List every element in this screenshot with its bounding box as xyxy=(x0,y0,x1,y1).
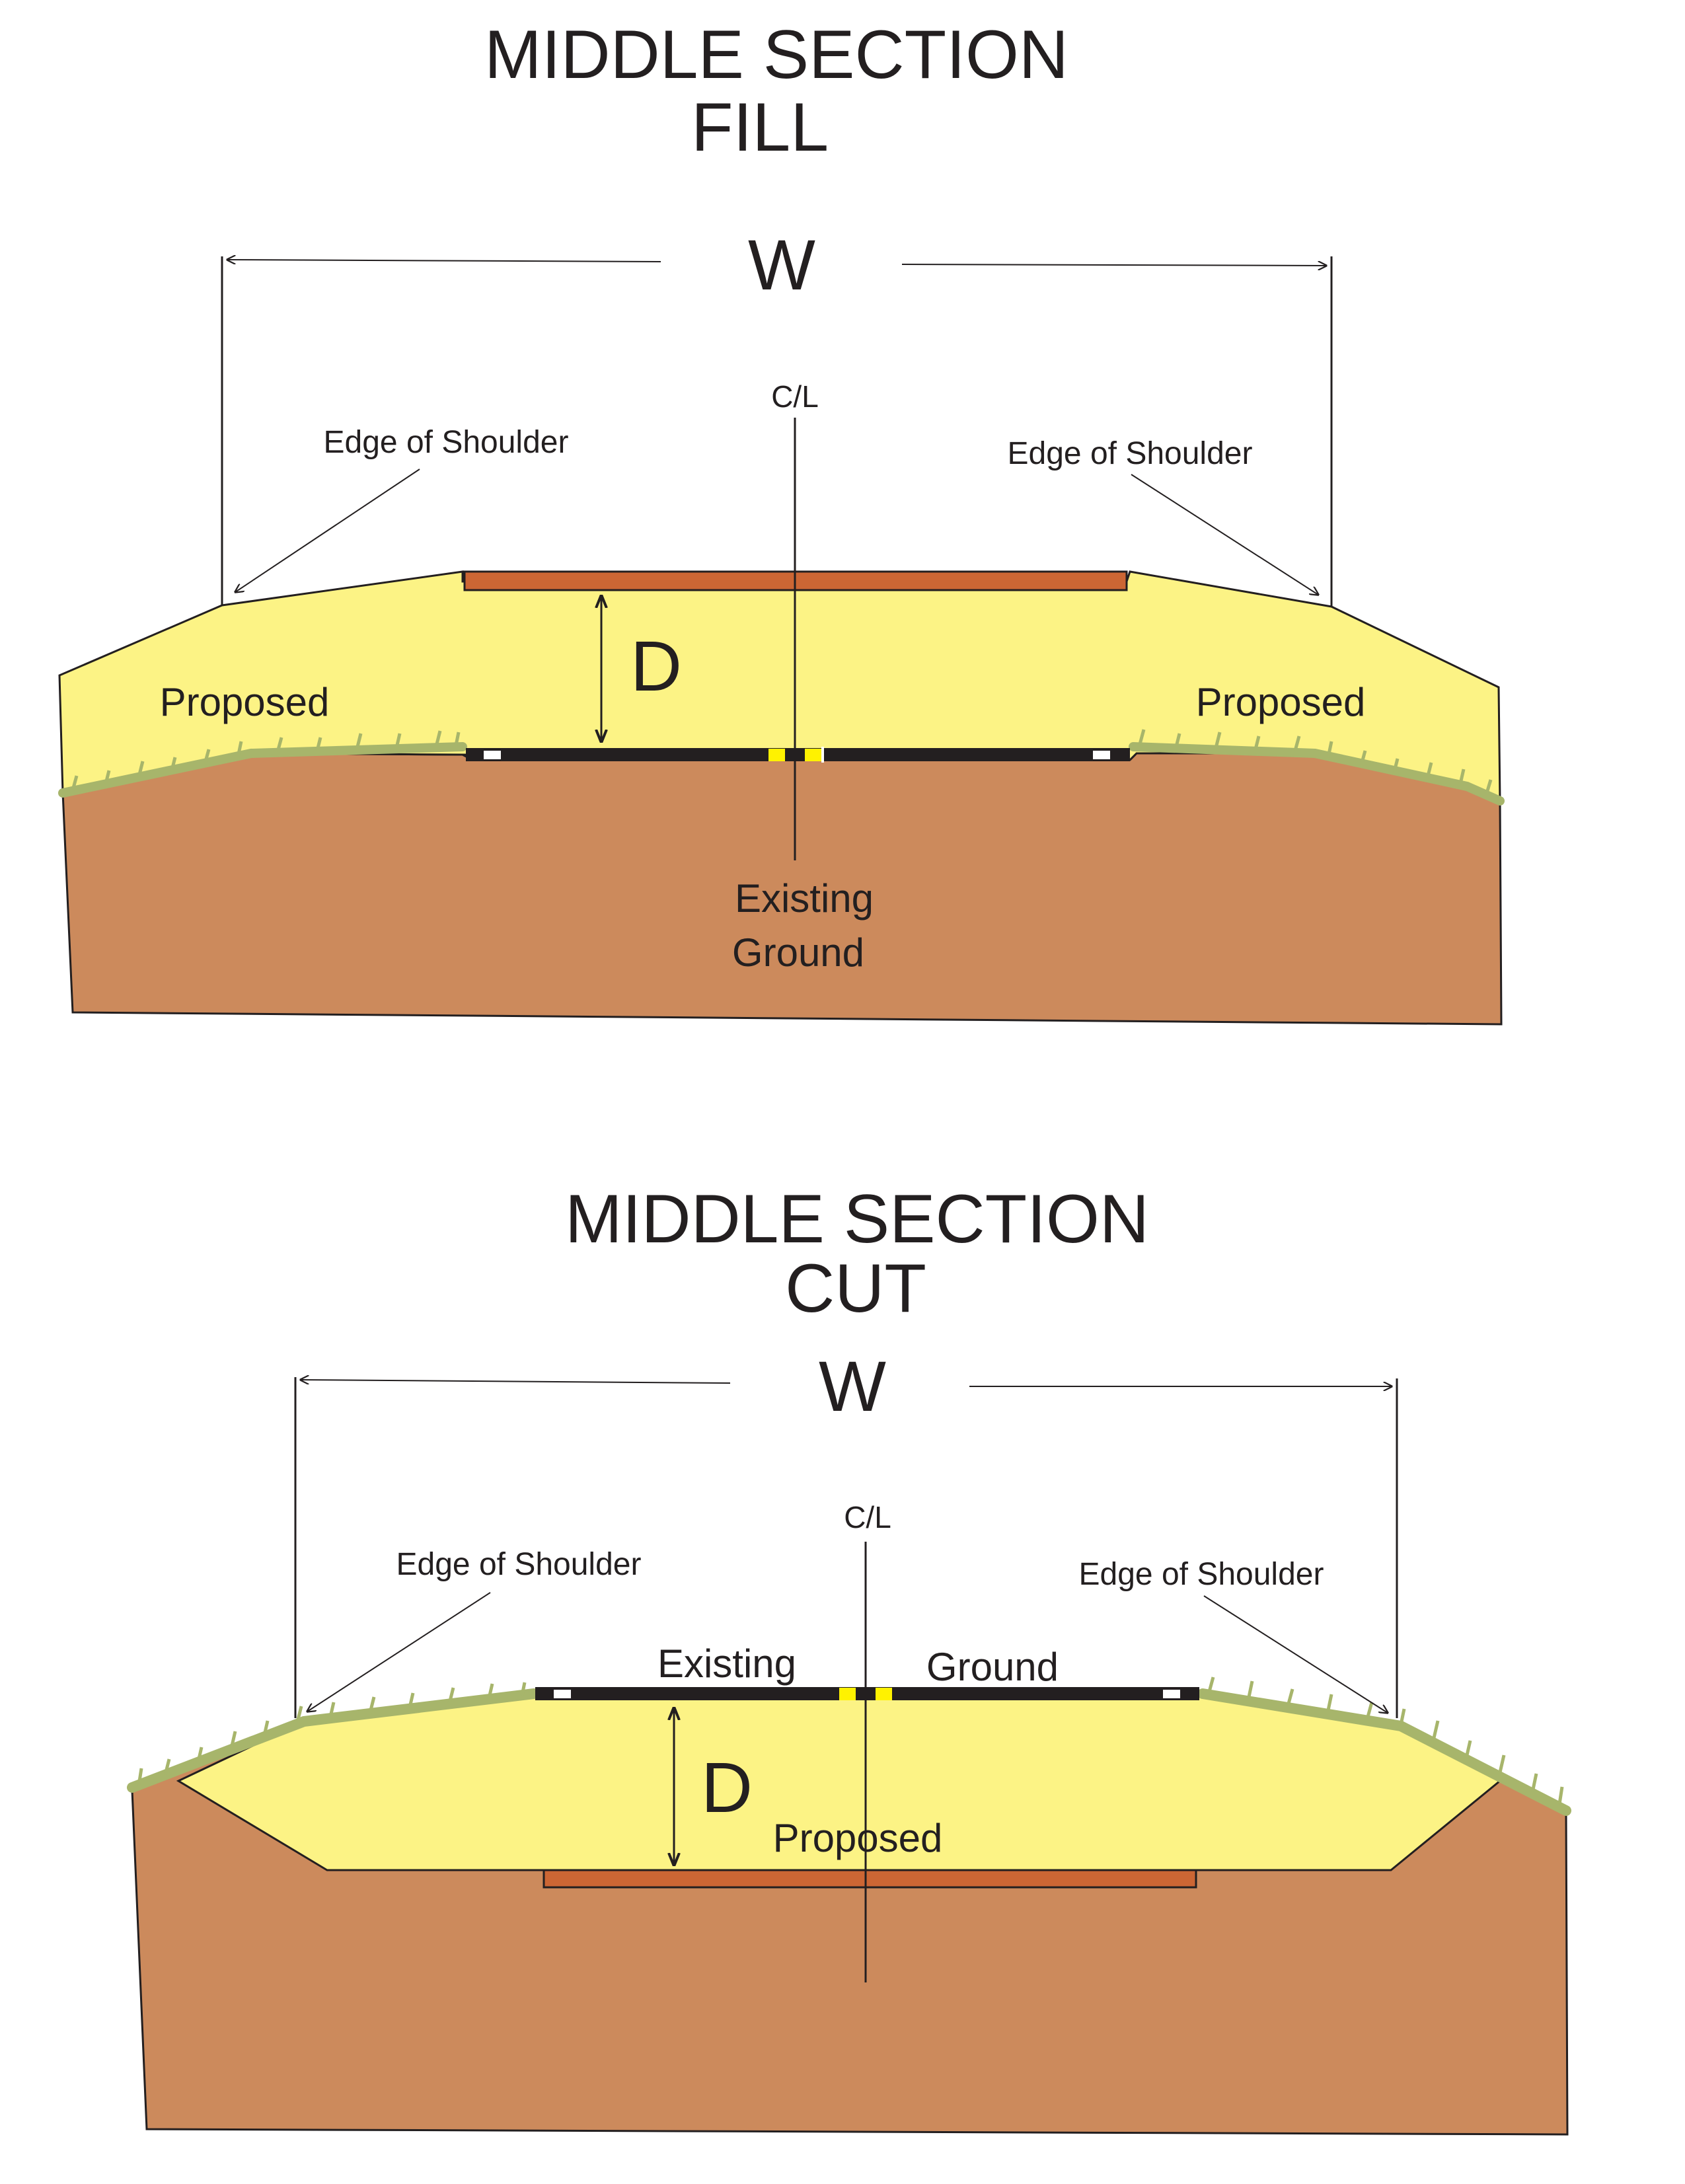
fill-grass-left xyxy=(58,742,467,798)
fill-right-proposed-label: Proposed xyxy=(1196,680,1366,724)
fill-width-arrow-right xyxy=(901,264,1326,266)
fill-section: MIDDLE SECTION FILL W C/L D Edg xyxy=(58,17,1505,1026)
cut-proposed-label: Proposed xyxy=(773,1816,943,1860)
fill-left-shoulder-label: Edge of Shoulder xyxy=(324,425,569,460)
cut-subgrade-strip xyxy=(543,1869,1197,1889)
fill-centerline-marking-right xyxy=(805,749,821,761)
cut-width-arrow-left xyxy=(301,1380,731,1383)
fill-right-shoulder-leader xyxy=(1131,474,1318,595)
fill-existing-label-line2: Ground xyxy=(732,930,864,975)
cut-existing-label-left: Existing xyxy=(657,1641,796,1686)
fill-existing-label-line1: Existing xyxy=(735,876,874,921)
cut-grass-left xyxy=(127,1688,539,1793)
fill-right-shoulder-label: Edge of Shoulder xyxy=(1008,436,1253,471)
cut-title-line1: MIDDLE SECTION xyxy=(565,1181,1149,1258)
cut-grass-blades-right xyxy=(1207,1676,1564,1805)
fill-edge-marking-left xyxy=(484,751,501,759)
fill-grass-blades-right xyxy=(1138,729,1493,794)
cut-grass-right xyxy=(1197,1688,1571,1816)
cut-grass-blades-left xyxy=(137,1682,527,1786)
fill-grass-blades-left xyxy=(71,730,461,791)
fill-width-arrow-left xyxy=(227,260,661,262)
fill-title-line1: MIDDLE SECTION xyxy=(484,17,1068,93)
cut-left-shoulder-label: Edge of Shoulder xyxy=(396,1547,642,1582)
fill-centerline-label: C/L xyxy=(771,379,819,414)
cut-title-line2: CUT xyxy=(785,1250,926,1327)
cut-edge-marking-right xyxy=(1163,1690,1180,1698)
cut-width-label: W xyxy=(819,1346,886,1426)
cut-centerline-marking-right xyxy=(876,1688,892,1700)
fill-depth-label: D xyxy=(630,626,682,706)
cut-right-shoulder-label: Edge of Shoulder xyxy=(1079,1557,1324,1592)
fill-existing-pavement xyxy=(466,748,1130,761)
cut-centerline-label: C/L xyxy=(844,1500,891,1534)
cut-section: MIDDLE SECTION CUT W C/L D Edge of S xyxy=(127,1181,1571,2136)
cut-right-shoulder-leader xyxy=(1203,1595,1388,1713)
cut-centerline-marking-left xyxy=(839,1688,856,1700)
fill-left-shoulder-leader xyxy=(235,469,420,592)
fill-width-label: W xyxy=(748,225,815,305)
cut-depth-label: D xyxy=(701,1747,753,1827)
cut-existing-label-right: Ground xyxy=(926,1645,1059,1689)
fill-left-proposed-label: Proposed xyxy=(160,680,330,724)
fill-title-line2: FILL xyxy=(691,89,829,166)
fill-edge-marking-right xyxy=(1093,751,1110,759)
fill-pavement-gap xyxy=(821,747,824,763)
fill-grass-right xyxy=(1129,742,1505,806)
cut-edge-marking-left xyxy=(554,1690,571,1698)
fill-centerline-marking-left xyxy=(768,749,785,761)
cut-left-shoulder-leader xyxy=(307,1592,491,1712)
cut-existing-pavement xyxy=(535,1687,1199,1700)
